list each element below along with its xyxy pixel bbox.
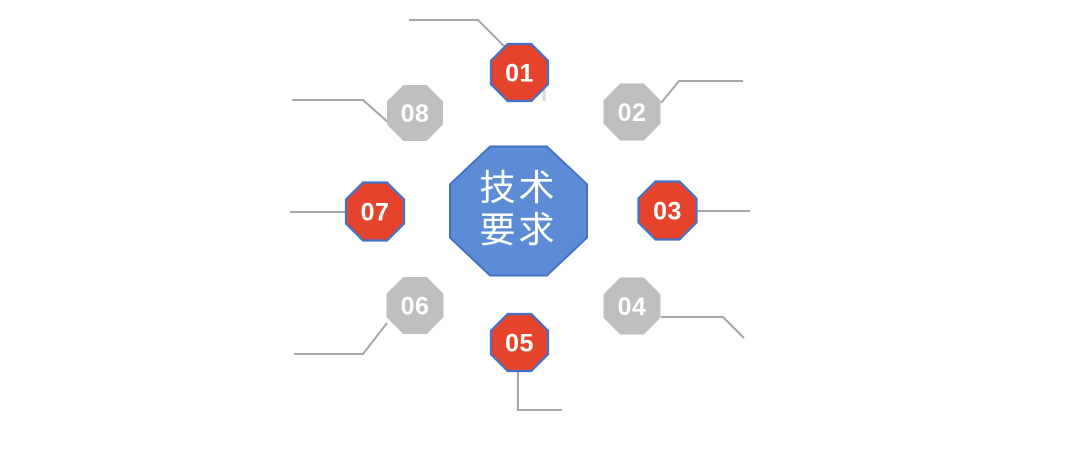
node-number-label: 07 bbox=[361, 199, 390, 227]
node-octagon-07 bbox=[344, 181, 406, 242]
center-octagon bbox=[449, 145, 588, 277]
connector-line-05 bbox=[517, 370, 562, 411]
node-octagon-06 bbox=[386, 277, 444, 334]
connector-line-02 bbox=[660, 80, 743, 104]
connector-line-04 bbox=[661, 316, 745, 339]
connector-line-08 bbox=[292, 99, 391, 125]
node-number-label: 03 bbox=[653, 198, 682, 226]
node-number-label: 02 bbox=[618, 99, 647, 127]
node-number-label: 04 bbox=[618, 293, 647, 321]
node-number-label: 01 bbox=[505, 60, 534, 88]
node-number-label: 05 bbox=[505, 330, 534, 358]
connector-line-01 bbox=[409, 19, 506, 48]
node-octagon-01 bbox=[489, 42, 550, 103]
node-octagon-03 bbox=[637, 180, 698, 241]
node-octagon-08 bbox=[387, 85, 443, 141]
node-octagon-02 bbox=[603, 83, 661, 141]
center-label-line1: 技术 bbox=[479, 167, 557, 208]
node-octagon-04 bbox=[603, 277, 661, 335]
node-octagon-05 bbox=[489, 312, 550, 373]
center-label-line2: 要求 bbox=[479, 209, 557, 250]
connector-line-06 bbox=[294, 322, 388, 355]
node-number-label: 06 bbox=[401, 293, 430, 321]
node-number-label: 08 bbox=[401, 100, 430, 128]
